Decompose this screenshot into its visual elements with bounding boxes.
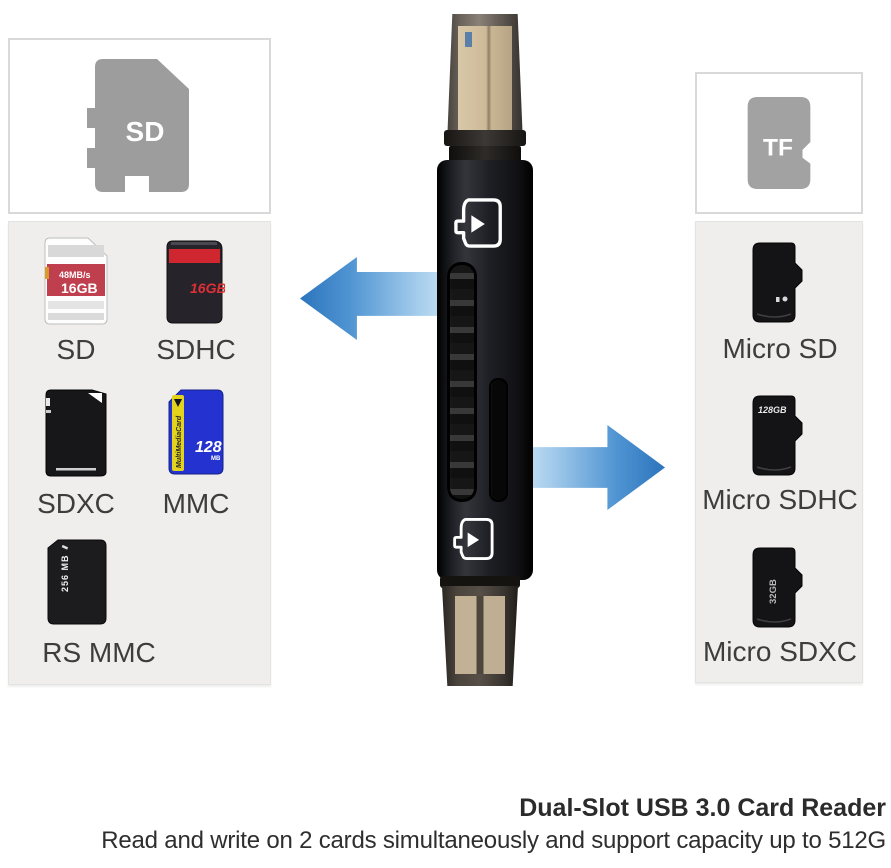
product-subtitle: Read and write on 2 cards simultaneously… — [101, 827, 886, 854]
sd-card-capacity-text: 16GB — [61, 280, 98, 296]
micro-sdhc-card-image: 128GB — [752, 395, 803, 476]
micro-sdxc-label: Micro SDXC — [702, 636, 857, 667]
fullsize-cards-panel: 48MB/s 16GB 16GB SD SDHC MultiMedi — [8, 221, 271, 685]
rsmmc-capacity-text: 256 MB — [60, 554, 70, 592]
sd-label: SD — [56, 334, 96, 365]
micro-sd-slot-icon-bottom — [453, 518, 494, 560]
tf-slot-type-box: TF — [695, 72, 863, 214]
sd-card-speed-text: 48MB/s — [59, 270, 91, 280]
micro-sdxc-capacity-text: 32GB — [768, 579, 779, 604]
micro-cards-panel: Micro SD 128GB Micro SDHC 32GB Micro SDX… — [695, 221, 863, 683]
micro-usb-connector-cap — [442, 586, 518, 686]
reader-collar-top2 — [449, 146, 521, 162]
sdhc-label: SDHC — [156, 334, 236, 365]
sdhc-card-image: 16GB — [166, 240, 225, 324]
mmc-capacity-number: 128 — [195, 439, 222, 456]
usb-a-connector-cap — [447, 14, 523, 144]
rsmmc-label: RS MMC — [42, 637, 156, 668]
sdxc-card-image — [45, 389, 107, 477]
sd-card-icon: SD — [86, 59, 189, 192]
reader-collar-top — [444, 130, 526, 146]
mmc-brand-text: MultiMediaCard — [176, 415, 183, 468]
sd-card-image: 48MB/s 16GB — [44, 237, 108, 325]
usb-a-chip — [465, 32, 473, 48]
tf-icon-label: TF — [763, 135, 793, 162]
micro-sdhc-label: Micro SDHC — [702, 484, 858, 515]
micro-sd-label: Micro SD — [722, 333, 838, 364]
micro-sdhc-capacity-text: 128GB — [758, 405, 787, 415]
sd-icon-label: SD — [125, 116, 164, 147]
micro-usb-contact — [454, 596, 506, 674]
tf-card-icon: TF — [747, 96, 811, 190]
sd-card-slot[interactable] — [447, 262, 477, 502]
caption-block: Dual-Slot USB 3.0 Card Reader Read and w… — [0, 792, 886, 858]
micro-sd-card-image — [752, 242, 803, 323]
mmc-card-image: MultiMediaCard 128 MB — [168, 389, 224, 475]
micro-sd-slot-icon — [454, 198, 502, 248]
rsmmc-card-image: 256 MB — [47, 539, 107, 625]
sd-slot-type-box: SD — [8, 38, 271, 214]
micro-sd-card-slot[interactable] — [489, 378, 508, 502]
micro-sdxc-card-image: 32GB — [752, 547, 803, 628]
product-title: Dual-Slot USB 3.0 Card Reader — [519, 794, 886, 822]
sdxc-label: SDXC — [37, 488, 115, 519]
mmc-label: MMC — [162, 488, 230, 519]
sdhc-card-capacity-text: 16GB — [190, 280, 225, 296]
reader-collar-bottom — [440, 576, 520, 588]
mmc-capacity-unit: MB — [211, 456, 221, 462]
